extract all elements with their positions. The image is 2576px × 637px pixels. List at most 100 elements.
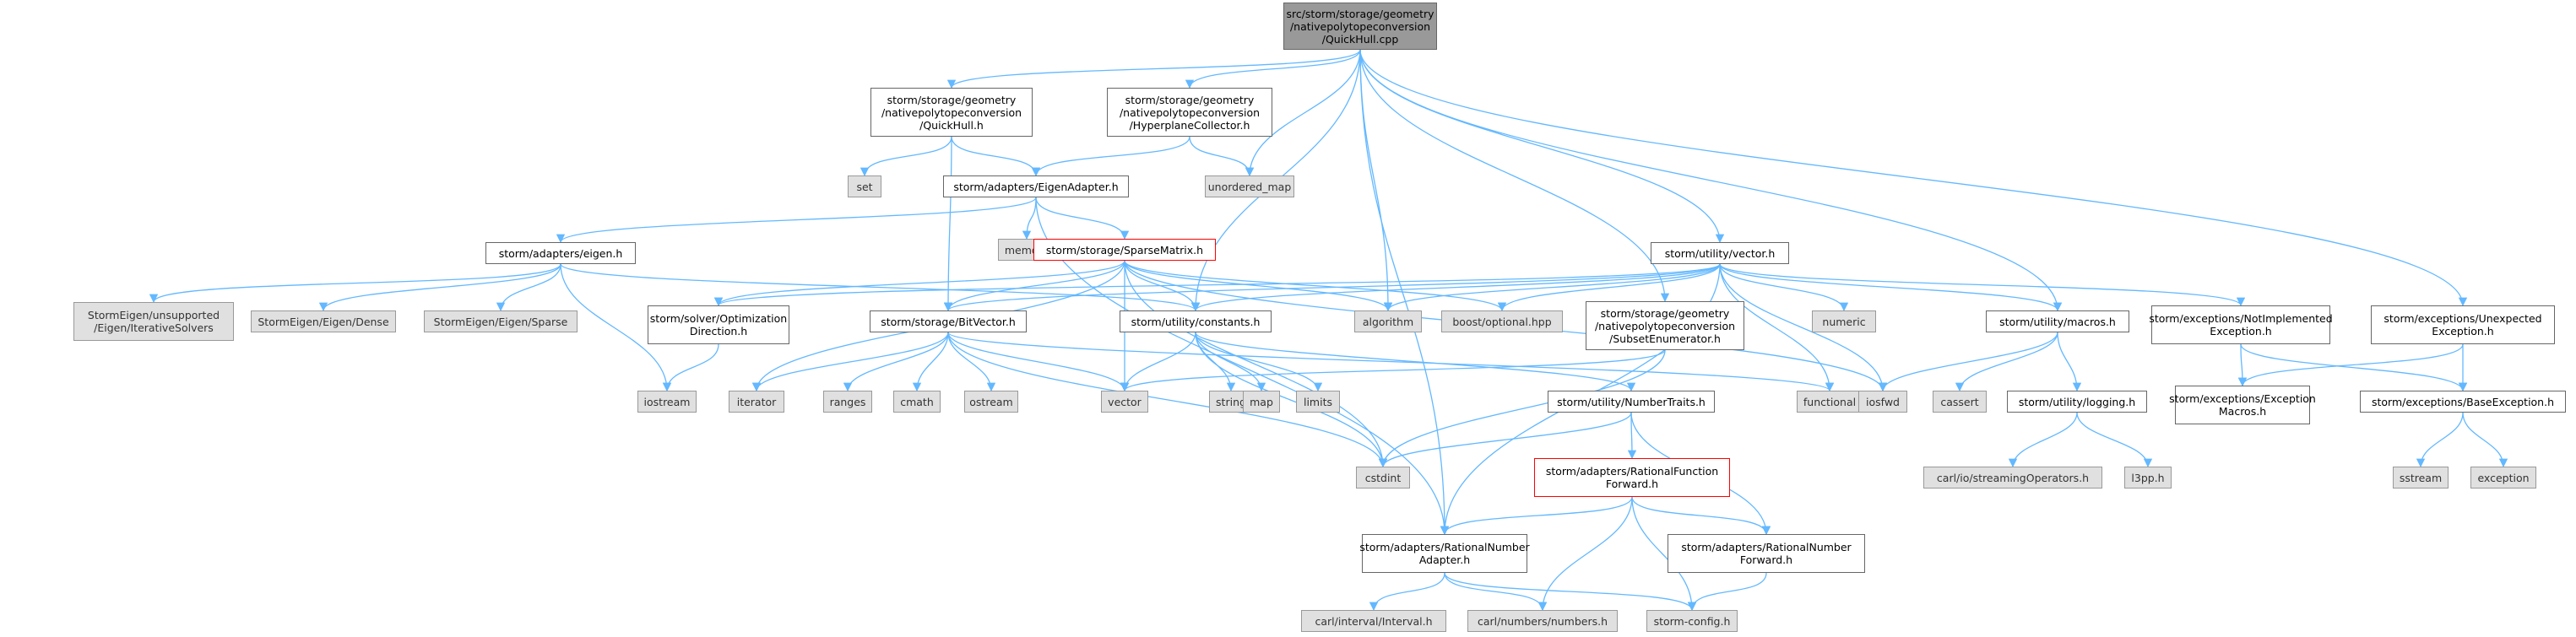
- edge-bitvector_h-to-ostream: [947, 332, 996, 392]
- edge-subsetenumerator_h-to-vector: [1120, 349, 1666, 392]
- node-subsetenumerator-h[interactable]: storm/storage/geometry /nativepolytopeco…: [1586, 301, 1744, 350]
- node-vector-h[interactable]: storm/utility/vector.h: [1651, 242, 1789, 264]
- node-hyperplanecollector-h[interactable]: storm/storage/geometry /nativepolytopeco…: [1107, 88, 1272, 137]
- node-optimizationdirection-h[interactable]: storm/solver/Optimization Direction.h: [648, 305, 789, 344]
- node-rationalnumberforward-h[interactable]: storm/adapters/RationalNumber Forward.h: [1668, 534, 1865, 573]
- edge-constants_h-to-limits: [1195, 332, 1323, 392]
- node-ranges[interactable]: ranges: [823, 391, 872, 413]
- node-rationalnumberadapter-h[interactable]: storm/adapters/RationalNumber Adapter.h: [1359, 534, 1530, 573]
- node-set[interactable]: set: [848, 175, 881, 197]
- edge-vector_h-to-optimization_direction_h: [714, 263, 1721, 307]
- edge-root-to-hyperplanecollector_h: [1185, 49, 1361, 89]
- edge-vector_h-to-algorithm: [1383, 263, 1721, 312]
- edge-macros_h-to-logging_h: [2057, 332, 2082, 392]
- node-quickhull-h[interactable]: storm/storage/geometry /nativepolytopeco…: [870, 88, 1033, 137]
- edge-rationalfunctionforward_h-to-rationalnumberadapter_h: [1440, 496, 1633, 536]
- node-eigenadapter-h[interactable]: storm/adapters/EigenAdapter.h: [943, 175, 1129, 197]
- edge-eigen_h-to-eigen_dense: [318, 263, 561, 312]
- node-constants-h[interactable]: storm/utility/constants.h: [1120, 310, 1272, 332]
- edge-numbertraits_h-to-cstdint: [1378, 412, 1632, 468]
- edge-vector_h-to-macros_h: [1719, 263, 2063, 312]
- edge-root-to-macros_h: [1359, 49, 2063, 312]
- edge-eigen_h-to-eigen_iterative: [149, 263, 561, 304]
- node-macros-h[interactable]: storm/utility/macros.h: [1986, 310, 2129, 332]
- edge-rationalnumberadapter_h-to-storm_config_h: [1444, 572, 1697, 612]
- node-iostream[interactable]: iostream: [637, 391, 697, 413]
- edge-root-to-unexpected_h: [1359, 49, 2468, 307]
- edge-eigenadapter_h-to-memory: [1022, 197, 1037, 240]
- edge-rationalnumberforward_h-to-storm_config_h: [1687, 572, 1767, 612]
- edge-hyperplanecollector_h-to-unordered_map: [1189, 136, 1255, 177]
- node-eigen-iterativesolvers[interactable]: StormEigen/unsupported /Eigen/IterativeS…: [73, 302, 234, 341]
- node-algorithm[interactable]: algorithm: [1354, 310, 1422, 332]
- node-sstream[interactable]: sstream: [2393, 467, 2449, 489]
- edge-sparsematrix_h-to-boost_optional: [1124, 260, 1507, 312]
- edge-rationalfunctionforward_h-to-rationalnumberforward_h: [1631, 496, 1771, 536]
- edge-notimplemented_h-to-exceptionmacros_h: [2237, 343, 2248, 387]
- node-bitvector-h[interactable]: storm/storage/BitVector.h: [870, 310, 1027, 332]
- edge-baseexception_h-to-sstream: [2416, 412, 2464, 468]
- edge-subsetenumerator_h-to-cstdint: [1378, 349, 1666, 468]
- edge-root-to-vector_h: [1359, 49, 1725, 244]
- edge-vector_h-to-bitvector_h: [944, 263, 1721, 312]
- node-baseexception-h[interactable]: storm/exceptions/BaseException.h: [2360, 391, 2566, 413]
- node-limits[interactable]: limits: [1296, 391, 1340, 413]
- edge-bitvector_h-to-ranges: [843, 332, 949, 392]
- node-numbers-h[interactable]: carl/numbers/numbers.h: [1467, 610, 1618, 632]
- node-map[interactable]: map: [1243, 391, 1280, 413]
- node-iosfwd[interactable]: iosfwd: [1858, 391, 1907, 413]
- edge-bitvector_h-to-cmath: [912, 332, 949, 392]
- edge-eigen_h-to-eigen_sparse: [496, 263, 561, 312]
- node-eigen-h[interactable]: storm/adapters/eigen.h: [485, 242, 636, 264]
- node-quickhull-cpp[interactable]: src/storm/storage/geometry /nativepolyto…: [1283, 3, 1437, 50]
- node-exceptionmacros-h[interactable]: storm/exceptions/Exception Macros.h: [2169, 386, 2316, 424]
- node-functional[interactable]: functional: [1797, 391, 1863, 413]
- node-rationalfunctionforward-h[interactable]: storm/adapters/RationalFunction Forward.…: [1534, 458, 1730, 497]
- edge-rationalnumberadapter_h-to-interval_h: [1369, 572, 1445, 612]
- node-storm-config-h[interactable]: storm-config.h: [1646, 610, 1738, 632]
- edge-hyperplanecollector_h-to-eigenadapter_h: [1031, 136, 1190, 177]
- edge-sparsematrix_h-to-bitvector_h: [943, 260, 1125, 312]
- edge-rationalfunctionforward_h-to-numbers_h: [1537, 496, 1633, 612]
- node-numeric[interactable]: numeric: [1812, 310, 1876, 332]
- node-interval-h[interactable]: carl/interval/Interval.h: [1301, 610, 1446, 632]
- node-logging-h[interactable]: storm/utility/logging.h: [2007, 391, 2147, 413]
- edge-root-to-unordered_map: [1245, 49, 1361, 177]
- node-cassert[interactable]: cassert: [1933, 391, 1987, 413]
- node-streamingoperators-h[interactable]: carl/io/streamingOperators.h: [1923, 467, 2102, 489]
- edge-constants_h-to-numbertraits_h: [1195, 332, 1636, 392]
- edge-sparsematrix_h-to-cstdint: [1124, 260, 1388, 468]
- edge-notimplemented_h-to-baseexception_h: [2240, 343, 2468, 392]
- edge-macros_h-to-cassert: [1955, 332, 2058, 392]
- edge-quickhull_h-to-set: [860, 136, 952, 177]
- edge-quickhull_h-to-eigenadapter_h: [951, 136, 1041, 177]
- node-notimplementedexception-h[interactable]: storm/exceptions/NotImplemented Exceptio…: [2149, 305, 2333, 344]
- edge-baseexception_h-to-exception: [2462, 412, 2508, 468]
- edge-eigenadapter_h-to-eigen_h: [556, 197, 1037, 244]
- edge-vector_h-to-constants_h: [1190, 263, 1721, 312]
- node-vector[interactable]: vector: [1101, 391, 1148, 413]
- edge-constants_h-to-vector: [1120, 332, 1196, 392]
- node-ostream[interactable]: ostream: [964, 391, 1018, 413]
- node-eigen-dense[interactable]: StormEigen/Eigen/Dense: [251, 310, 396, 332]
- node-unordered-map[interactable]: unordered_map: [1205, 175, 1294, 197]
- edge-optimization_direction_h-to-iostream: [662, 343, 719, 392]
- node-l3pp-h[interactable]: l3pp.h: [2124, 467, 2172, 489]
- node-cstdint[interactable]: cstdint: [1356, 467, 1410, 489]
- edge-rationalfunctionforward_h-to-storm_config_h: [1631, 496, 1697, 612]
- node-exception[interactable]: exception: [2470, 467, 2536, 489]
- node-boost-optional[interactable]: boost/optional.hpp: [1441, 310, 1563, 332]
- node-cmath[interactable]: cmath: [893, 391, 941, 413]
- edge-bitvector_h-to-functional: [947, 332, 1834, 392]
- node-unexpectedexception-h[interactable]: storm/exceptions/Unexpected Exception.h: [2371, 305, 2555, 344]
- node-sparsematrix-h[interactable]: storm/storage/SparseMatrix.h: [1033, 239, 1216, 261]
- edge-vector_h-to-boost_optional: [1497, 263, 1721, 312]
- edge-quickhull_h-to-bitvector_h: [943, 136, 953, 312]
- node-eigen-sparse[interactable]: StormEigen/Eigen/Sparse: [424, 310, 578, 332]
- edge-constants_h-to-cstdint: [1195, 332, 1388, 468]
- edge-constants_h-to-map: [1195, 332, 1266, 392]
- node-numbertraits-h[interactable]: storm/utility/NumberTraits.h: [1548, 391, 1715, 413]
- node-iterator[interactable]: iterator: [729, 391, 784, 413]
- edge-eigen_h-to-iostream: [560, 263, 672, 392]
